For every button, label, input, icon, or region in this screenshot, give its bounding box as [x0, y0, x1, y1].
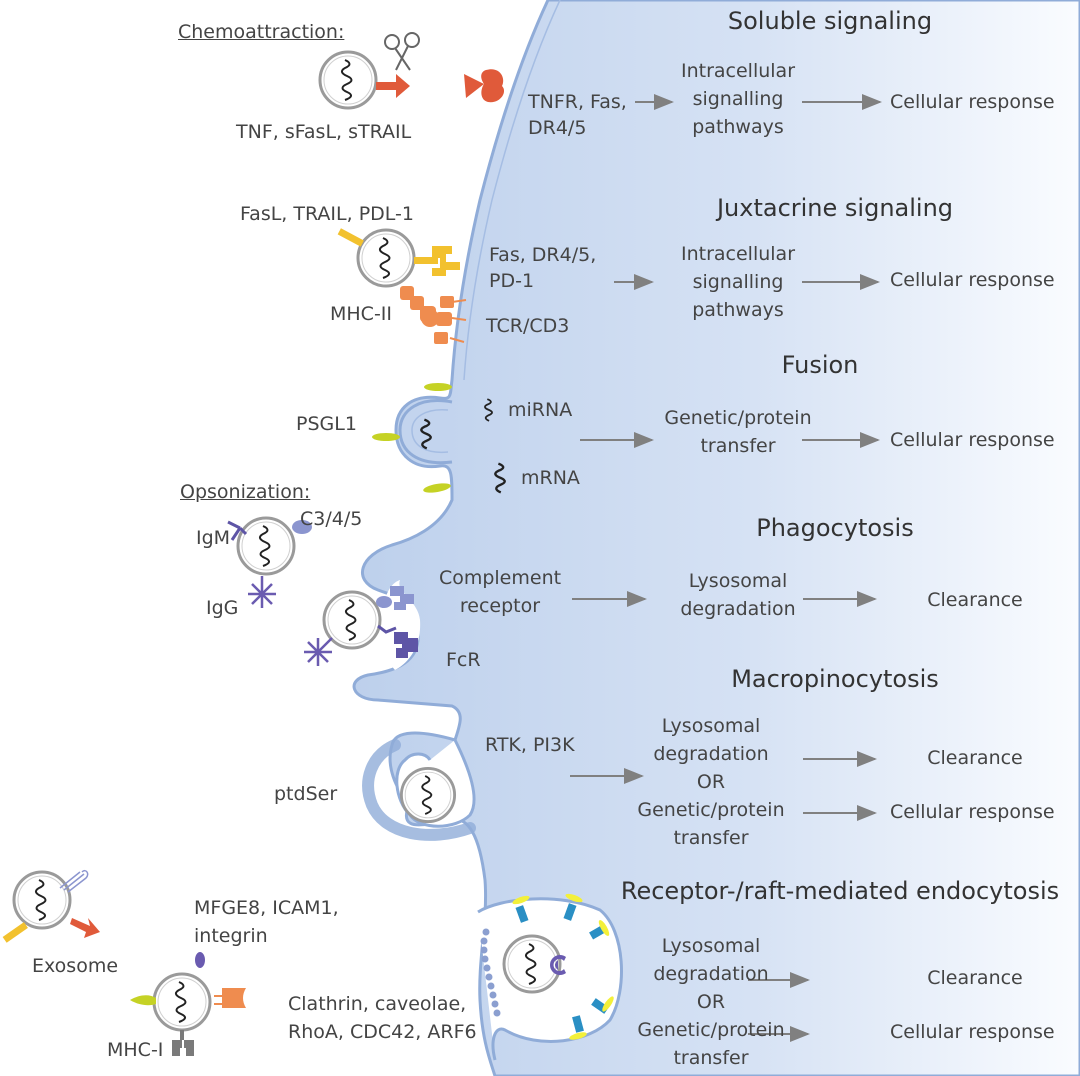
endo-outcome-2: Cellular response: [890, 1021, 1055, 1043]
clathrin-coat-beads: [480, 928, 501, 1017]
integrin-icon: [195, 952, 205, 968]
mhc-i-icon: [172, 1030, 194, 1056]
mrna-label: mRNA: [521, 467, 580, 489]
endo-outcome-1: Clearance: [927, 967, 1023, 989]
exosome-label: Exosome: [32, 955, 119, 977]
fcr-receptor-icon: [394, 632, 418, 658]
title-phagocytosis: Phagocytosis: [756, 514, 914, 542]
fusion-middle-1: Genetic/protein: [664, 407, 812, 429]
flow-arrows: [570, 94, 882, 1042]
psgl1-bar-icon: [372, 433, 400, 441]
endo-middle-3: OR: [696, 991, 726, 1013]
juxtacrine-vesicle-icon: [356, 228, 416, 288]
fas-label-1: Fas, DR4/5,: [489, 244, 597, 266]
macro-middle-2: degradation: [653, 743, 769, 765]
phago-outcome: Clearance: [927, 589, 1023, 611]
macro-middle-3: OR: [696, 771, 726, 793]
complement-receptor-icon: [390, 586, 414, 610]
title-soluble-signaling: Soluble signaling: [727, 7, 933, 35]
fcr-label: FcR: [446, 649, 481, 671]
title-macropinocytosis: Macropinocytosis: [731, 665, 939, 693]
opsonized-vesicle-icon: [236, 516, 296, 576]
title-endocytosis: Receptor-/raft-mediated endocytosis: [620, 877, 1060, 905]
exosome-icon: [12, 870, 72, 930]
igm-label: IgM: [196, 527, 231, 549]
rtk-label: RTK, PI3K: [485, 734, 575, 756]
tnfr-label-2: DR4/5: [528, 117, 587, 139]
endo-middle-5: transfer: [673, 1047, 749, 1069]
macropinocytosis-vesicle-icon: [399, 766, 457, 824]
mhc-i-ligand-icon: [214, 988, 246, 1008]
juxta-middle-2: signalling: [692, 271, 784, 293]
soluble-ligand-icon: [464, 69, 505, 103]
integrin-label: integrin: [194, 925, 268, 947]
phagocytosed-vesicle-icon: [322, 590, 382, 650]
opsonization-heading: Opsonization:: [180, 481, 311, 503]
igm-antibody-icon: [227, 520, 248, 541]
phago-middle-2: degradation: [680, 598, 796, 620]
clathrin-label-2: RhoA, CDC42, ARF6: [288, 1021, 477, 1043]
igg-label: IgG: [206, 597, 239, 619]
secretion-arrow-icon: [70, 918, 100, 938]
tnfr-label-1: TNFR, Fas,: [528, 91, 627, 113]
membrane-protein-icon: [59, 869, 89, 893]
juxta-ligands-label: FasL, TRAIL, PDL-1: [240, 203, 414, 225]
endo-middle-1: Lysosomal: [661, 935, 761, 957]
mfge8-label: MFGE8, ICAM1,: [194, 897, 339, 919]
fas-label-2: PD-1: [489, 270, 535, 292]
mhc-i-label: MHC-I: [107, 1039, 164, 1061]
psgl1-label: PSGL1: [296, 413, 357, 435]
fas-receptor-icon: [432, 246, 460, 276]
fusion-middle-2: transfer: [700, 435, 776, 457]
fusion-bud: [398, 399, 453, 465]
title-fusion: Fusion: [781, 351, 859, 379]
juxta-middle-1: Intracellular: [680, 243, 796, 265]
juxta-outcome: Cellular response: [890, 269, 1055, 291]
endo-middle-4: Genetic/protein: [637, 1019, 785, 1041]
soluble-middle-2: signalling: [692, 88, 784, 110]
scissors-icon: [384, 32, 420, 71]
soluble-middle-1: Intracellular: [680, 60, 796, 82]
soluble-middle-3: pathways: [692, 116, 784, 138]
macro-middle-4: Genetic/protein: [637, 799, 785, 821]
complement-label-2: receptor: [459, 595, 541, 617]
ligand-stalk-icon: [337, 228, 364, 247]
tcr-label: TCR/CD3: [486, 315, 570, 337]
c345-complement-icon: [292, 520, 312, 534]
igg-antibody-icon: [248, 576, 276, 608]
fusion-outcome: Cellular response: [890, 429, 1055, 451]
raft-receptors: [512, 893, 614, 1040]
macro-middle-1: Lysosomal: [661, 715, 761, 737]
mhc-ii-tcr-complex-icon: [400, 286, 467, 344]
c345-label: C3/4/5: [300, 508, 363, 530]
endo-middle-2: degradation: [653, 963, 769, 985]
clathrin-label-1: Clathrin, caveolae,: [288, 993, 467, 1015]
membrane-inner-line: [463, 0, 561, 381]
juxta-middle-3: pathways: [692, 299, 784, 321]
chemo-ligands-label: TNF, sFasL, sTRAIL: [236, 121, 412, 143]
macro-outcome-2: Cellular response: [890, 801, 1055, 823]
mhc-ii-label: MHC-II: [330, 303, 393, 325]
phago-middle-1: Lysosomal: [688, 570, 788, 592]
marker-vesicle-icon: [152, 972, 212, 1032]
psgl1-bar-icon: [424, 383, 452, 391]
chemoattraction-heading: Chemoattraction:: [178, 21, 345, 43]
mirna-label: miRNA: [508, 399, 573, 421]
title-juxtacrine-signaling: Juxtacrine signaling: [716, 194, 954, 222]
psgl1-icon: [130, 995, 156, 1006]
macro-middle-5: transfer: [673, 827, 749, 849]
ptdser-label: ptdSer: [274, 783, 338, 805]
psgl1-bar-icon: [423, 483, 451, 493]
chemo-vesicle-icon: [318, 50, 378, 110]
soluble-outcome: Cellular response: [890, 91, 1055, 113]
complement-label-1: Complement: [438, 567, 562, 589]
release-arrow-icon: [376, 74, 410, 98]
igg-antibody-icon-2: [304, 637, 333, 666]
macro-outcome-1: Clearance: [927, 747, 1023, 769]
